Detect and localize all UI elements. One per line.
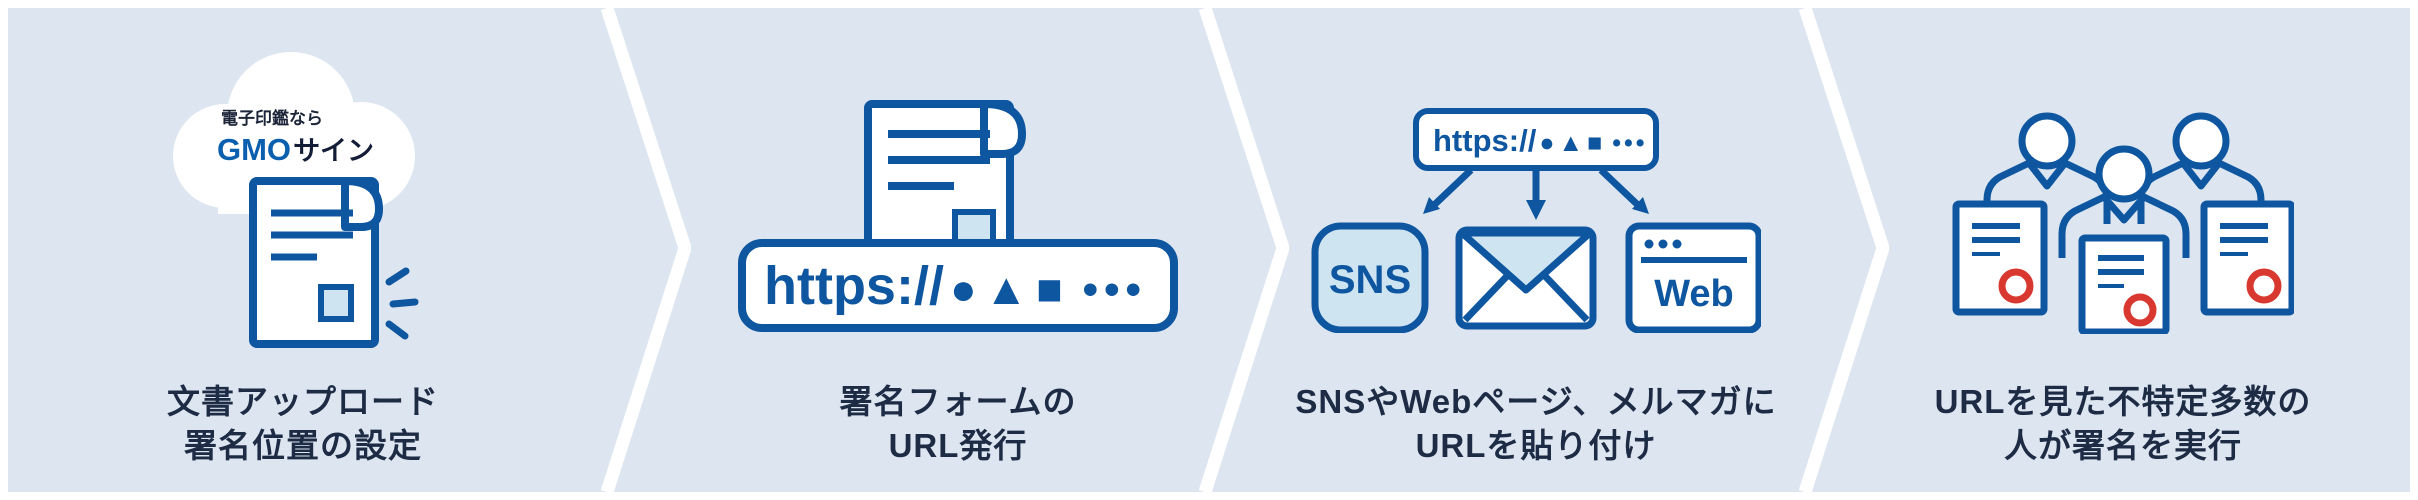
document-icon	[249, 177, 383, 348]
step4-caption: URLを見た不特定多数の 人が署名を実行	[1838, 380, 2408, 468]
caption-line: URL発行	[888, 427, 1028, 465]
logo-text: GMOサイン	[217, 132, 374, 167]
arrow-down-icon	[1526, 170, 1546, 220]
caption-line: 人が署名を実行	[2004, 427, 2242, 465]
gmo-sign-logo: 電子印鑑なら GMOサイン	[217, 108, 374, 167]
stamp-icon	[1998, 268, 2034, 304]
web-browser-icon: Web	[1625, 222, 1761, 333]
logo-tagline: 電子印鑑なら	[221, 108, 323, 128]
caption-line: 署名フォームの	[839, 383, 1077, 420]
diagram-background: 電子印鑑なら GMOサイン 文書アップロード	[8, 8, 2410, 492]
person-body	[2058, 193, 2190, 258]
signed-document-icon	[2200, 200, 2294, 316]
step2-illustration: https://●▲■•••	[738, 100, 1178, 332]
url-bar: https://●▲■•••	[1413, 108, 1659, 171]
mail-icon	[1455, 226, 1597, 330]
signature-position-square	[318, 284, 354, 322]
person-head	[2018, 112, 2076, 170]
web-label: Web	[1654, 273, 1734, 315]
arrow-down-right-icon	[1598, 167, 1649, 214]
stamp-icon	[2123, 293, 2157, 327]
stamp-icon	[2246, 268, 2282, 304]
sns-label: SNS	[1329, 258, 1411, 302]
chevron-separator-icon	[1799, 8, 1889, 492]
caption-line: SNSやWebページ、メルマガに	[1295, 383, 1777, 420]
step2-caption: 署名フォームの URL発行	[668, 380, 1248, 468]
sns-icon: SNS	[1311, 222, 1429, 333]
person-head	[2172, 112, 2230, 170]
chevron-separator-icon	[1199, 8, 1289, 492]
url-text: https://●▲■•••	[764, 256, 1147, 316]
chevron-separator-icon	[601, 8, 691, 492]
caption-line: 署名位置の設定	[184, 427, 422, 465]
step-paste-url: https://●▲■••• SNS	[1246, 8, 1826, 492]
step4-illustration	[1952, 112, 2294, 334]
people-group-icon	[1952, 112, 2294, 334]
step1-caption: 文書アップロード 署名位置の設定	[8, 380, 598, 468]
step-url-issue: https://●▲■••• 署名フォームの URL発行	[668, 8, 1248, 492]
url-bar: https://●▲■•••	[738, 239, 1178, 332]
step3-caption: SNSやWebページ、メルマガに URLを貼り付け	[1246, 380, 1826, 468]
url-text: https://●▲■•••	[1433, 123, 1648, 158]
step-document-upload: 電子印鑑なら GMOサイン 文書アップロード	[8, 8, 598, 492]
person-head	[2095, 145, 2153, 203]
step3-illustration: https://●▲■••• SNS	[1311, 108, 1761, 333]
caption-line: 文書アップロード	[167, 383, 439, 420]
signed-document-icon	[1952, 200, 2048, 316]
step1-illustration: 電子印鑑なら GMOサイン	[173, 52, 419, 348]
arrow-down-left-icon	[1423, 167, 1474, 214]
caption-line: URLを見た不特定多数の	[1934, 383, 2312, 420]
step-people-sign: URLを見た不特定多数の 人が署名を実行	[1838, 8, 2408, 492]
emphasis-dashes-icon	[385, 267, 419, 340]
caption-line: URLを貼り付け	[1415, 427, 1657, 465]
signed-document-icon	[2078, 234, 2170, 334]
